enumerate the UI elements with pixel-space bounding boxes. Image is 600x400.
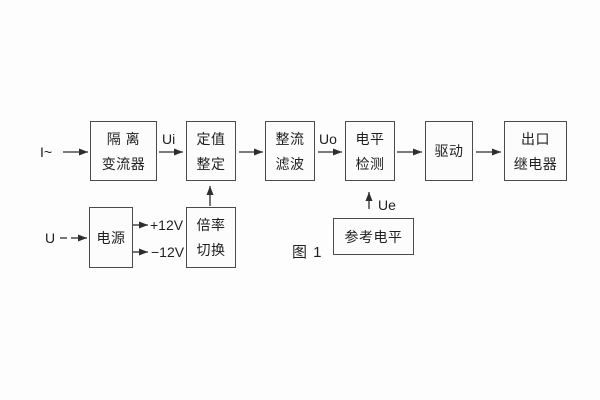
signal-label-minus-12v: −12V [151,244,185,260]
block-level-detect: 电平 检测 [345,121,395,181]
block-drive: 驱动 [425,121,473,181]
block-setting-line2: 整定 [196,155,226,172]
block-level-line1: 电平 [355,130,385,147]
signal-label-ui: Ui [162,131,176,147]
signal-label-input-voltage: U [45,230,56,246]
block-isolation-line2: 变流器 [101,155,146,172]
block-ratio-line1: 倍率 [196,217,226,233]
block-ratio-line2: 切换 [196,242,226,258]
block-drive-line1: 驱动 [434,143,464,159]
block-reference-level: 参考电平 [333,218,414,255]
block-isolation-line1: 隔 离 [106,130,141,147]
block-ratio-switch: 倍率 切换 [186,207,236,268]
block-reference-line1: 参考电平 [344,228,403,245]
signal-label-input-current: I~ [40,144,53,160]
figure-caption: 图 1 [292,244,323,261]
block-setting-adjust: 定值 整定 [186,121,236,181]
block-power-supply: 电源 [89,207,133,268]
signal-label-ue: Ue [378,197,396,213]
signal-label-plus-12v: +12V [150,217,184,233]
block-isolation-transformer: 隔 离 变流器 [90,121,157,181]
block-rectifier-line2: 滤波 [275,155,305,172]
block-relay-line1: 出口 [521,130,550,147]
block-level-line2: 检测 [355,155,385,172]
block-power-line1: 电源 [96,229,126,246]
block-rectifier-line1: 整流 [275,130,305,147]
block-rectify-filter: 整流 滤波 [265,121,315,181]
block-setting-line1: 定值 [196,130,226,147]
block-output-relay: 出口 继电器 [504,121,567,181]
signal-label-uo: Uo [319,131,337,147]
block-relay-line2: 继电器 [513,155,558,172]
